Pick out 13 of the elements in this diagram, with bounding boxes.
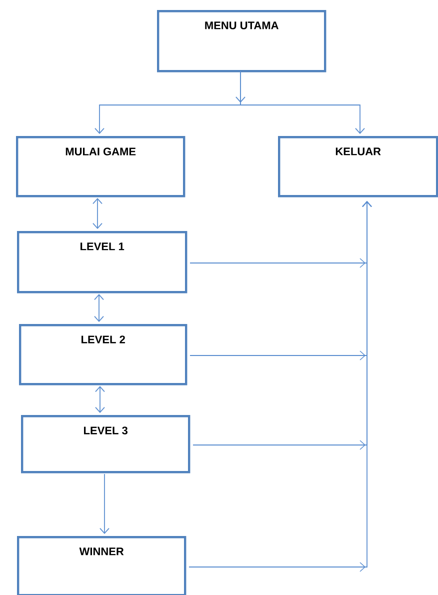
- process-box: WINNER: [17, 536, 186, 595]
- arrow: [188, 201, 372, 572]
- process-box: MENU UTAMA: [157, 10, 326, 72]
- arrow: [95, 386, 105, 413]
- process-box: KELUAR: [278, 136, 438, 198]
- arrow: [236, 70, 365, 134]
- process-box: LEVEL 1: [17, 231, 188, 294]
- process-box: MULAI GAME: [16, 136, 186, 198]
- arrow: [92, 198, 102, 229]
- process-box: LEVEL 2: [19, 324, 188, 386]
- process-box: LEVEL 3: [21, 415, 190, 474]
- arrow: [100, 474, 110, 534]
- arrow: [94, 294, 104, 322]
